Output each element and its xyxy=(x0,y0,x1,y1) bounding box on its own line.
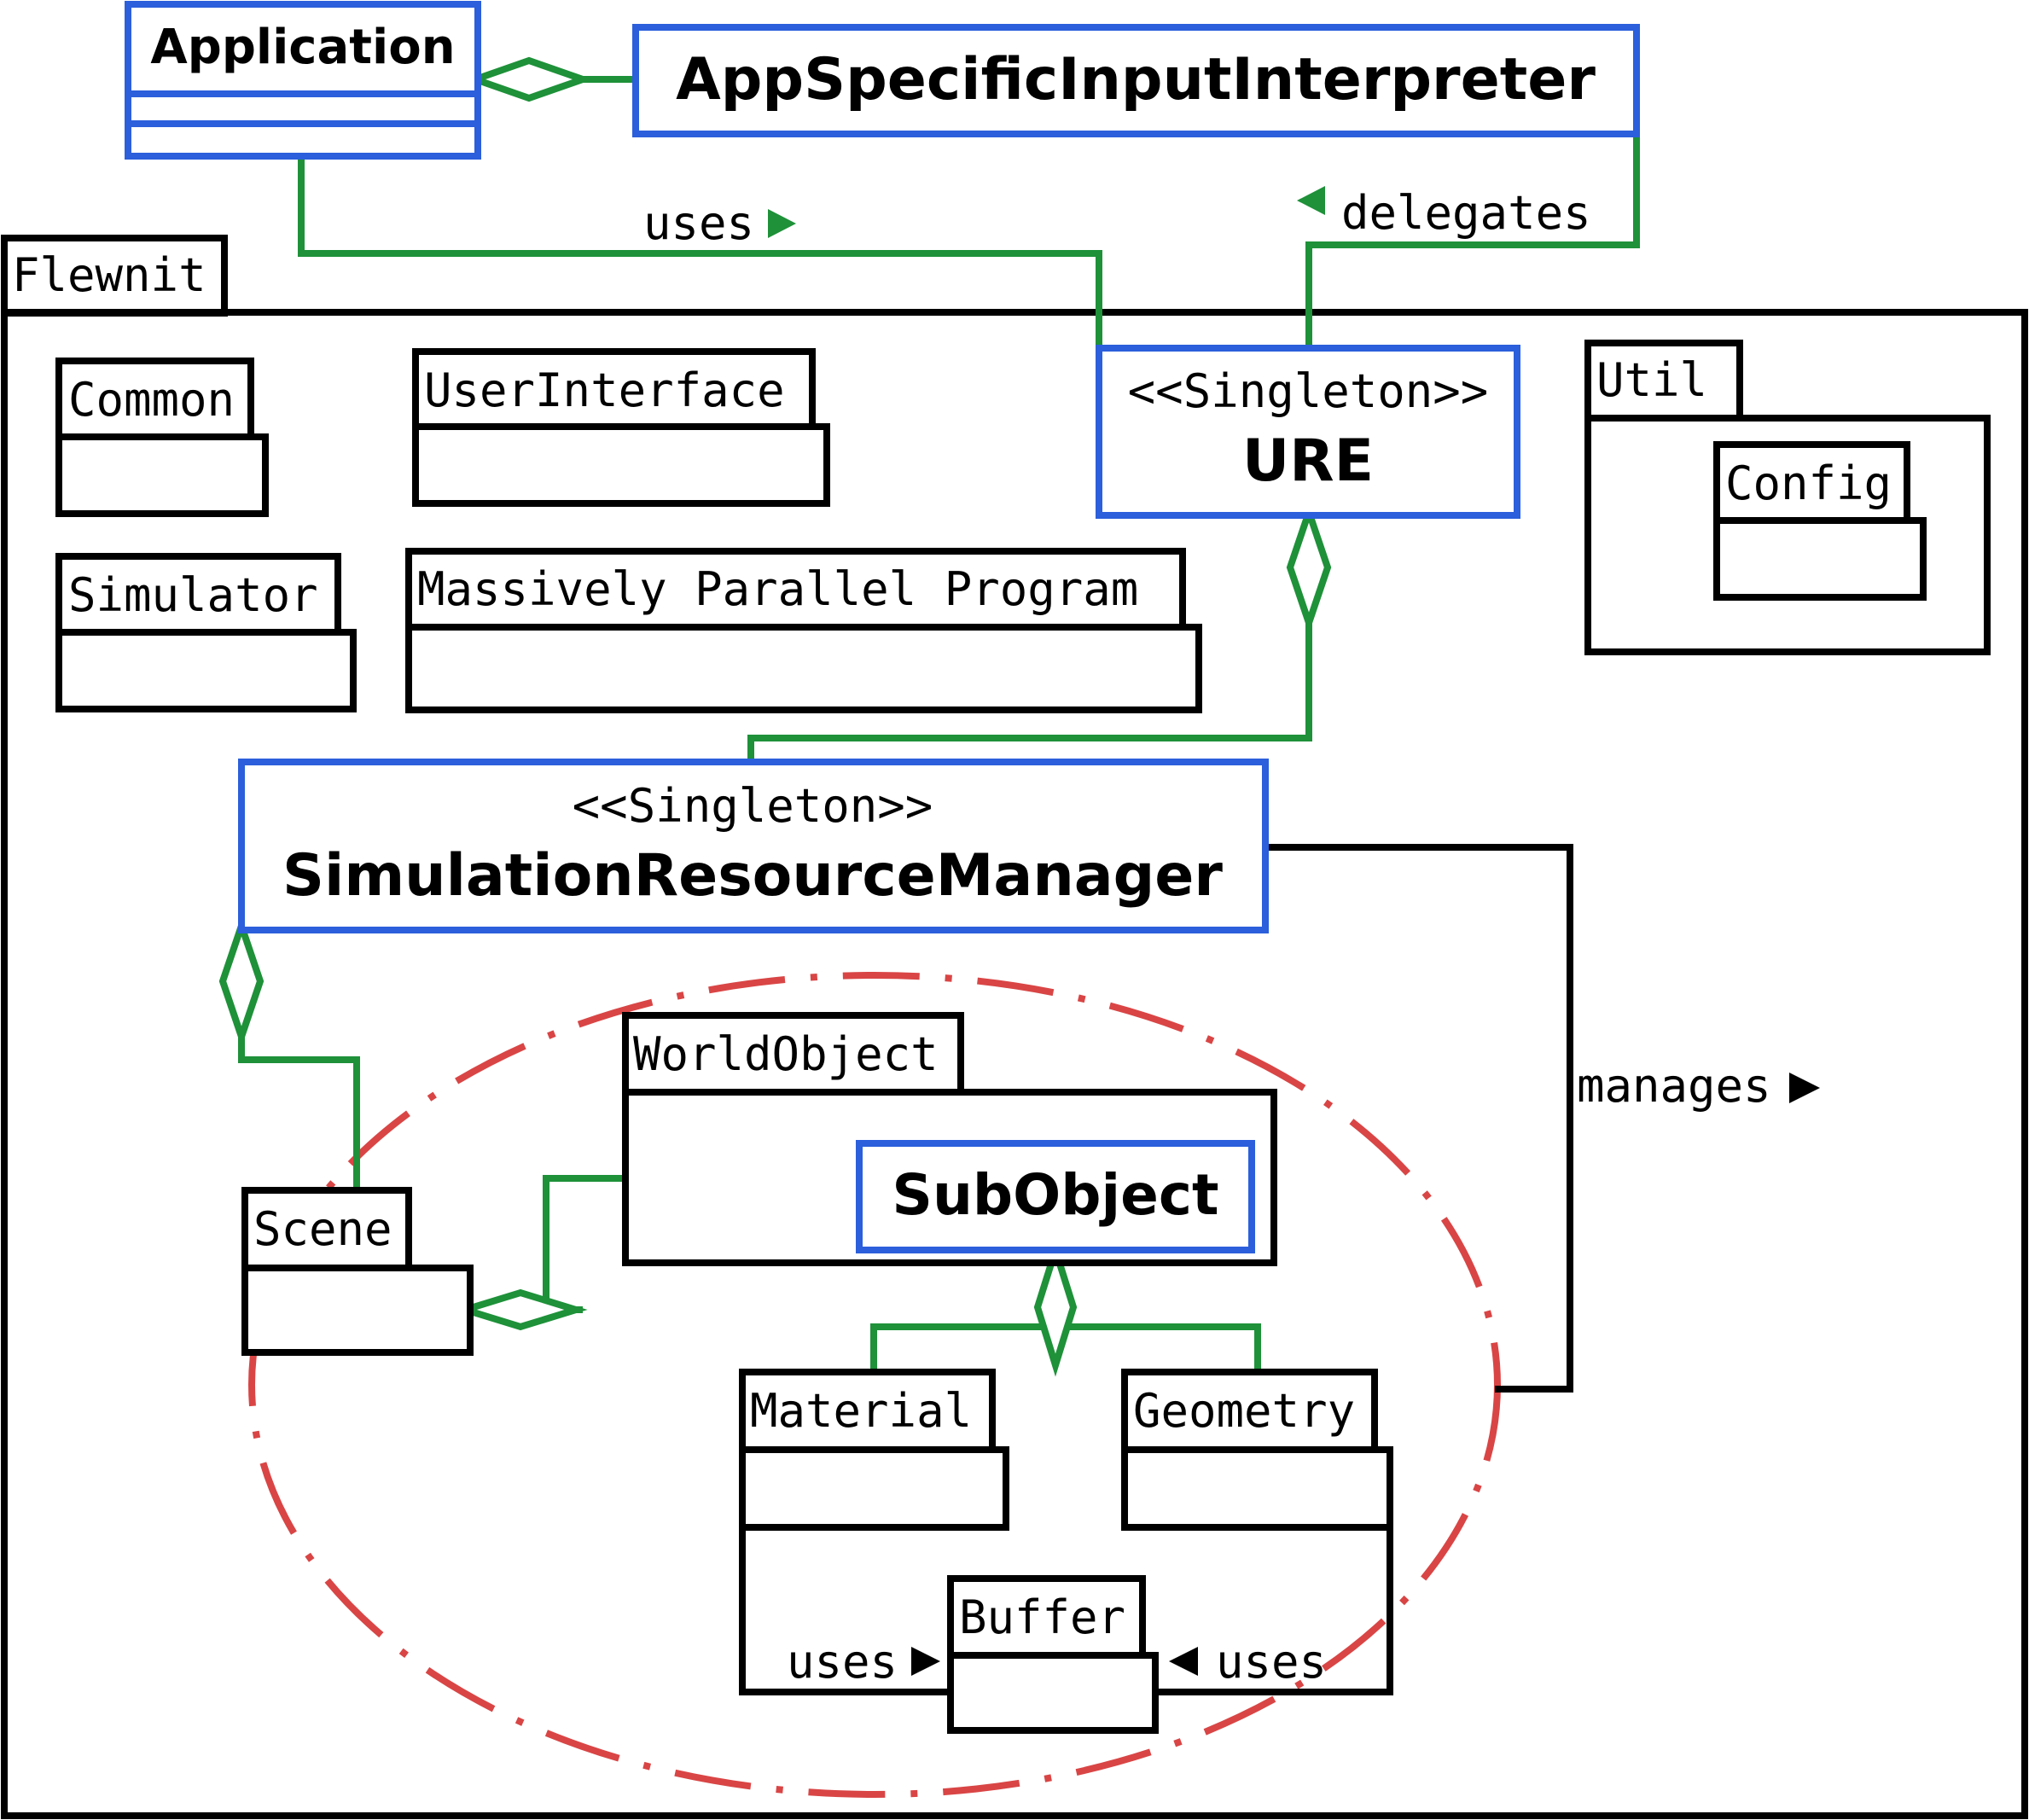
class-app-specific-name: AppSpecificInputInterpreter xyxy=(676,46,1596,113)
hollow-diamond-icon xyxy=(464,56,594,102)
class-ure-name: URE xyxy=(1242,427,1374,495)
label-material-uses: uses xyxy=(787,1635,898,1689)
class-ure-stereotype: <<Singleton>> xyxy=(1128,364,1489,418)
hollow-diamond-icon xyxy=(453,1288,588,1331)
package-config: Config xyxy=(1713,441,1927,601)
uses-buffer-lines xyxy=(739,1527,1393,1695)
package-massively-parallel-program: Massively Parallel Program xyxy=(405,548,1202,713)
hollow-diamond-icon xyxy=(1286,501,1332,634)
triangle-right-icon xyxy=(911,1647,940,1676)
class-simulation-resource-manager: <<Singleton>> SimulationResourceManager xyxy=(238,759,1269,933)
package-geometry: Geometry xyxy=(1121,1369,1393,1531)
package-util-label: Util xyxy=(1596,353,1707,407)
label-manages: manages xyxy=(1577,1059,1771,1113)
class-subobject-name: SubObject xyxy=(892,1162,1218,1228)
group-ellipse xyxy=(248,972,1501,1798)
class-subobject: SubObject xyxy=(856,1140,1255,1253)
package-config-label: Config xyxy=(1725,456,1892,510)
class-srm-stereotype: <<Singleton>> xyxy=(573,779,933,833)
package-flewnit-label: Flewnit xyxy=(12,248,206,302)
manages-line xyxy=(1265,844,1573,1393)
triangle-right-icon xyxy=(1789,1073,1820,1103)
label-geometry-uses: uses xyxy=(1216,1635,1327,1689)
label-delegates: delegates xyxy=(1341,186,1591,240)
package-user-interface-label: UserInterface xyxy=(424,363,785,417)
package-simulator: Simulator xyxy=(55,553,357,712)
package-scene-label: Scene xyxy=(253,1202,392,1256)
package-common: Common xyxy=(55,358,269,517)
package-flewnit: Flewnit xyxy=(1,235,2028,1819)
package-simulator-label: Simulator xyxy=(68,568,318,622)
package-common-label: Common xyxy=(68,373,235,427)
triangle-left-icon xyxy=(1169,1647,1198,1676)
package-material-label: Material xyxy=(750,1384,972,1438)
package-mpp-label: Massively Parallel Program xyxy=(417,562,1138,616)
label-app-uses: uses xyxy=(643,196,754,250)
class-ure: <<Singleton>> URE xyxy=(1096,345,1520,519)
class-application: Application xyxy=(125,1,481,160)
package-geometry-label: Geometry xyxy=(1133,1384,1355,1438)
package-user-interface: UserInterface xyxy=(412,348,830,507)
class-application-name: Application xyxy=(150,20,455,75)
class-srm-name: SimulationResourceManager xyxy=(282,842,1223,910)
package-scene: Scene xyxy=(241,1187,474,1356)
package-buffer: Buffer xyxy=(947,1575,1159,1734)
triangle-right-icon xyxy=(768,209,796,238)
hollow-diamond-icon xyxy=(218,915,265,1048)
triangle-left-icon xyxy=(1297,186,1325,215)
class-app-specific-input-interpreter: AppSpecificInputInterpreter xyxy=(632,24,1640,137)
hollow-diamond-icon xyxy=(1033,1238,1078,1377)
package-material: Material xyxy=(739,1369,1009,1531)
package-util: Util Config xyxy=(1584,340,1991,655)
package-buffer-label: Buffer xyxy=(959,1590,1125,1644)
package-world-object-label: WorldObject xyxy=(633,1027,939,1081)
